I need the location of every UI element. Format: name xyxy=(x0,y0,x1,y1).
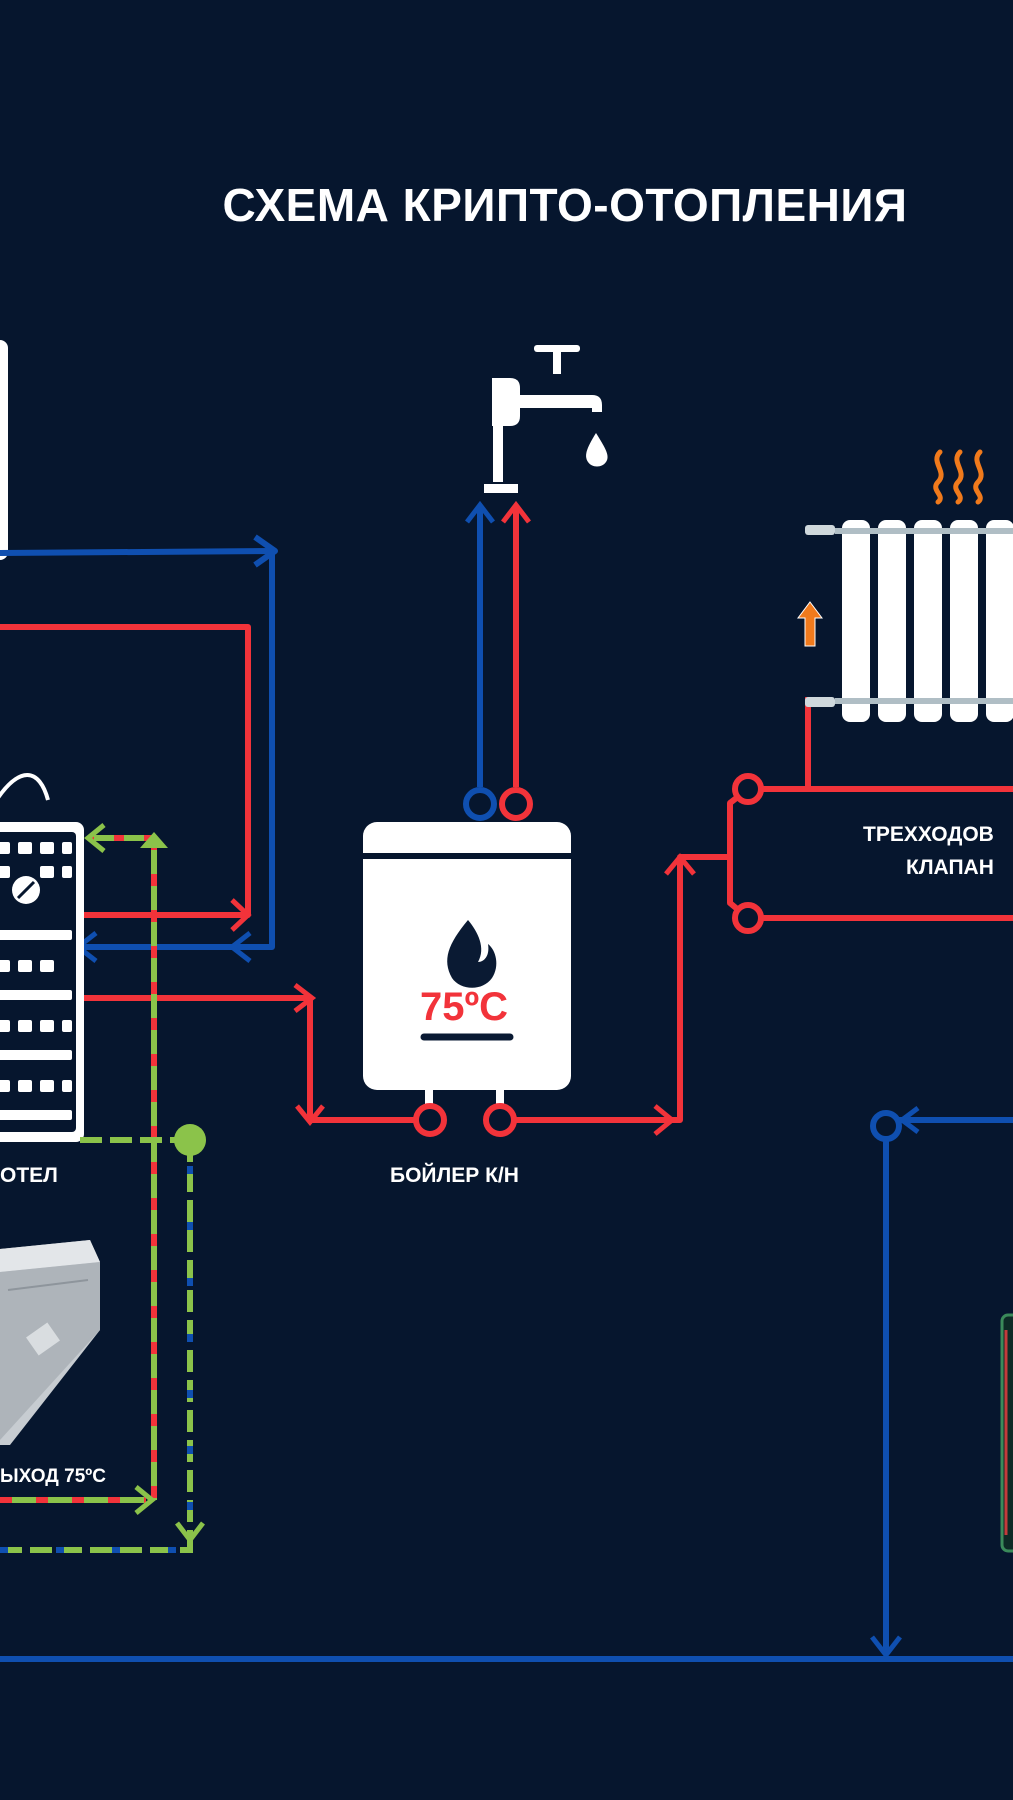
valve-frame xyxy=(727,786,1013,921)
glycol-arrow-up xyxy=(140,832,168,848)
flame-icon xyxy=(447,920,497,988)
left-panel xyxy=(0,340,8,560)
boiler-outlet xyxy=(483,1103,517,1137)
boiler-cold-in xyxy=(463,787,497,821)
cold-arrow-tap xyxy=(465,500,495,524)
cold-pipe-top xyxy=(0,548,275,950)
valve-port-top xyxy=(732,773,764,805)
hot-pipe-to-boiler xyxy=(80,995,418,1123)
boiler-hot-out xyxy=(499,787,533,821)
valve-port-bottom xyxy=(732,902,764,934)
hot-pipe-loop xyxy=(0,624,251,918)
hot-arrow-c xyxy=(653,1104,676,1136)
label-boiler: БОЙЛЕР К/Н xyxy=(390,1164,519,1187)
hot-arrow-d xyxy=(664,853,696,876)
hot-arrow-b xyxy=(295,1104,325,1126)
valve-to-radiator xyxy=(805,697,830,789)
hot-arrow-loop xyxy=(230,898,252,932)
glycol-arrow-left xyxy=(84,823,106,853)
return-arrow-down xyxy=(870,1635,902,1660)
boiler-inlet xyxy=(413,1103,447,1137)
label-output: ЫХОД 75ºС xyxy=(0,1466,106,1487)
glycol-arrow-down xyxy=(175,1521,205,1545)
hot-arrow-a xyxy=(293,983,317,1013)
cold-arrow-top xyxy=(253,534,278,568)
return-arrow-left xyxy=(897,1106,920,1134)
glycol-node xyxy=(174,1124,206,1156)
hot-arrow-tap xyxy=(501,500,531,524)
boiler-temperature: 75ºC xyxy=(420,985,508,1029)
heat-waves-icon xyxy=(933,449,984,505)
boiler-leg-right xyxy=(496,1090,504,1110)
return-port xyxy=(870,1110,902,1142)
up-arrow-icon xyxy=(797,601,823,647)
hot-pipe-to-valve xyxy=(510,854,730,1123)
water-tap-icon xyxy=(484,345,602,493)
cold-arrow-mid xyxy=(227,931,252,963)
water-drop-icon xyxy=(586,433,608,467)
asic-miner-icon xyxy=(0,1240,100,1445)
boiler-leg-left xyxy=(425,1090,433,1110)
page-title: СХЕМА КРИПТО-ОТОПЛЕНИЯ xyxy=(222,179,908,231)
cold-pipe-return xyxy=(883,1117,1013,1655)
glycol-arrow-out xyxy=(134,1485,156,1515)
label-valve-line2: КЛАПАН xyxy=(906,856,994,879)
radiator-icon xyxy=(805,520,1013,722)
label-valve-line1: ТРЕХХОДОВ xyxy=(863,823,994,846)
label-kotel: ОТЕЛ xyxy=(0,1164,58,1187)
boiler-kotel-icon xyxy=(0,773,84,1142)
